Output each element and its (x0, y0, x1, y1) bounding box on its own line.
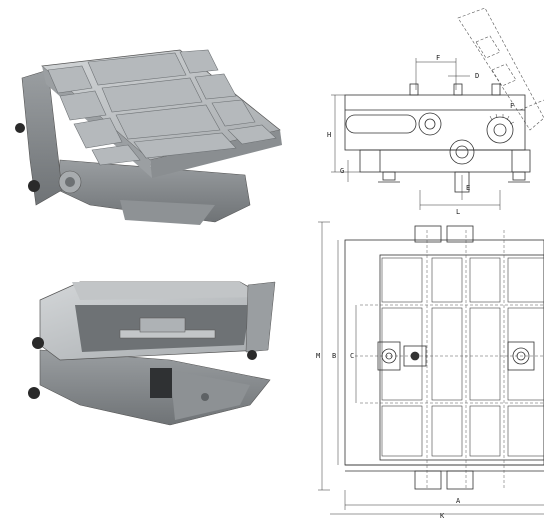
side-pivot-left (418, 112, 442, 136)
hex-bolt-right (247, 350, 257, 360)
side-base (359, 149, 531, 173)
hex-bolt-left-lower (28, 387, 40, 399)
clamp-bolt-lower (28, 180, 40, 192)
dim-label-D: D (475, 72, 479, 80)
center-clamp (150, 368, 172, 398)
side-pivot-center (449, 139, 475, 165)
base-bolt-hole (201, 393, 209, 401)
base-foot (120, 200, 215, 225)
side-elevation-drawing (331, 7, 544, 210)
plan-table (379, 254, 544, 461)
side-arm-right (245, 281, 276, 353)
pivot-bolt (65, 177, 75, 187)
side-upper-table (344, 94, 526, 151)
dim-label-C: C (350, 352, 354, 360)
dim-label-L: L (456, 208, 460, 216)
dim-label-H: H (327, 131, 331, 139)
plan-view-drawing (318, 221, 544, 515)
hex-bolt-left-upper (32, 337, 44, 349)
lower-base-step (170, 370, 250, 420)
dim-label-F-right: F (510, 102, 514, 110)
frame-top-strip (72, 282, 262, 300)
dim-label-G: G (340, 167, 344, 175)
dim-label-K: K (440, 512, 445, 518)
dim-label-E: E (466, 184, 470, 192)
t-slot-blocks (47, 49, 277, 166)
plan-view-labels: M B C A K (316, 352, 461, 520)
dim-label-A: A (456, 497, 461, 505)
dim-label-B: B (332, 352, 336, 360)
clamp-bolt-upper (15, 123, 25, 133)
dim-label-M: M (316, 352, 320, 360)
side-elevation-labels: F F D H G E L (327, 54, 514, 216)
tilting-table-photo-bottom (28, 281, 276, 426)
side-scale-dial (486, 116, 514, 144)
tilting-table-photo-top (15, 49, 282, 225)
dim-label-F: F (436, 54, 440, 62)
side-slot (345, 114, 417, 134)
tilted-table-outline (457, 7, 544, 131)
slider-block (139, 317, 186, 333)
